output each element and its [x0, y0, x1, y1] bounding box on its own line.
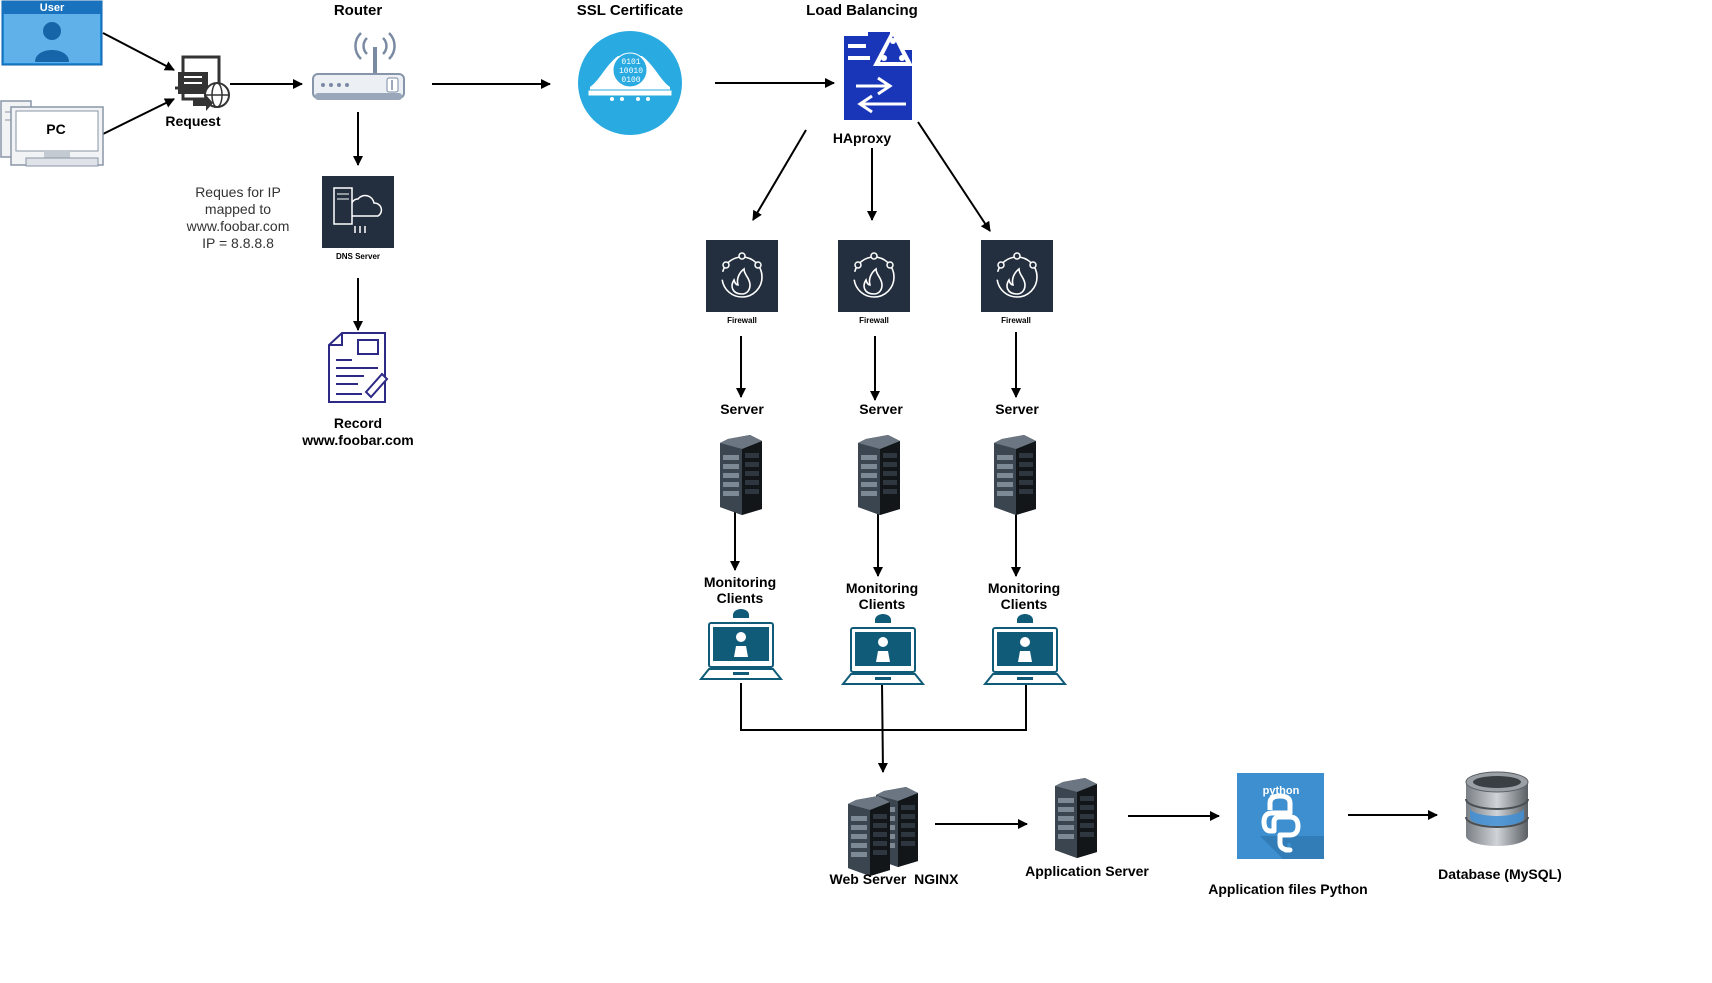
- edge-mon2-webserver: [877, 682, 888, 773]
- monitoring-1-line-1: Monitoring: [703, 574, 777, 590]
- monitoring-3-icon: [984, 613, 1066, 685]
- dns-request-note: Reques for IP mapped to www.foobar.com I…: [168, 184, 308, 252]
- monitoring-3-label: Monitoring Clients: [984, 580, 1064, 612]
- dns-server-icon: [322, 176, 394, 248]
- dns-note-line-1: Reques for IP: [195, 184, 281, 200]
- monitoring-3-line-1: Monitoring: [987, 580, 1061, 596]
- monitoring-1-icon: [700, 608, 782, 680]
- edge-haproxy-fw1: [752, 129, 807, 221]
- ssl-bits-3: 0100: [621, 76, 640, 85]
- edge-pc-request: [102, 98, 175, 135]
- database-label: Database (MySQL): [1438, 866, 1562, 882]
- ssl-bits-1: 0101: [621, 58, 640, 67]
- haproxy-icon: [844, 28, 913, 120]
- server-1-label: Server: [720, 401, 764, 417]
- dns-server-label: DNS Server: [335, 252, 381, 261]
- firewall-3-label: Firewall: [1001, 316, 1031, 325]
- server-2-label: Server: [859, 401, 903, 417]
- application-files-label: Application files Python: [1208, 881, 1368, 897]
- request-icon: [175, 55, 230, 111]
- edge-haproxy-fw3: [917, 121, 991, 232]
- record-label-line-1: Record: [333, 415, 383, 431]
- edge-user-request: [102, 32, 175, 71]
- record-icon: [328, 332, 389, 403]
- monitoring-2-icon: [842, 613, 924, 685]
- dns-note-line-3: www.foobar.com: [186, 218, 290, 234]
- router-icon: [312, 32, 405, 100]
- router-label: Router: [333, 2, 383, 19]
- pc-node: [0, 100, 104, 167]
- monitoring-1-label: Monitoring Clients: [700, 574, 780, 606]
- firewall-2-icon: [837, 239, 911, 313]
- user-label: User: [40, 2, 65, 14]
- monitoring-2-label: Monitoring Clients: [842, 580, 922, 612]
- ssl-bits-2: 10010: [619, 67, 643, 76]
- server-3-label: Server: [995, 401, 1039, 417]
- server-1-icon: [720, 435, 762, 515]
- request-label: Request: [165, 113, 221, 129]
- server-2-icon: [858, 435, 900, 515]
- monitoring-3-line-2: Clients: [1000, 596, 1048, 612]
- application-server-icon: [1055, 778, 1097, 858]
- monitoring-1-line-2: Clients: [716, 590, 764, 606]
- dns-note-line-2: mapped to: [204, 201, 272, 217]
- firewall-1-icon: [705, 239, 779, 313]
- database-icon: [1465, 771, 1529, 846]
- record-label-line-2: www.foobar.com: [302, 432, 414, 448]
- user-node: [1, 0, 103, 66]
- server-3-icon: [994, 435, 1036, 515]
- web-server-rack-front-icon: [848, 796, 890, 876]
- monitoring-2-line-2: Clients: [858, 596, 906, 612]
- monitoring-2-line-1: Monitoring: [845, 580, 919, 596]
- pc-label: PC: [46, 121, 65, 137]
- firewall-3-icon: [980, 239, 1054, 313]
- ssl-certificate-label: SSL Certificate: [576, 2, 684, 19]
- firewall-1-label: Firewall: [727, 316, 757, 325]
- ssl-certificate-icon: [578, 31, 682, 135]
- edge-mon-bus: [740, 683, 1027, 731]
- connectors: [102, 32, 1438, 829]
- dns-note-line-4: IP = 8.8.8.8: [202, 235, 274, 251]
- load-balancing-label: Load Balancing: [806, 2, 918, 19]
- firewall-2-label: Firewall: [859, 316, 889, 325]
- web-server-label: Web Server NGINX: [829, 871, 959, 887]
- python-icon: [1237, 773, 1324, 859]
- application-server-label: Application Server: [1025, 863, 1149, 879]
- python-logo-text: python: [1263, 785, 1300, 797]
- haproxy-label: HAproxy: [832, 130, 892, 146]
- record-label: Record www.foobar.com: [296, 415, 420, 449]
